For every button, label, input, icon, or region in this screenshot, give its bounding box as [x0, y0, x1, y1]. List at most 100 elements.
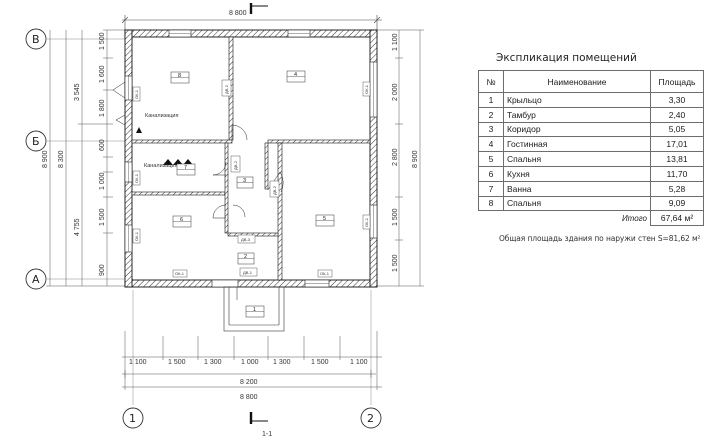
row-num: 5 — [478, 151, 504, 167]
row-name: Крыльцо — [503, 92, 651, 108]
dim-left-4: 600 — [99, 139, 106, 151]
row-name: Кухня — [503, 165, 651, 182]
dim-left-1: 1 500 — [99, 32, 106, 50]
svg-text:2: 2 — [367, 412, 374, 425]
room-schedule: Экспликация помещений № Наименование Пло… — [478, 52, 706, 243]
section-mark-bottom — [249, 412, 268, 424]
dim-left-6: 1 500 — [99, 208, 106, 226]
floor-plan-drawing: 1-1 8 800 В Б А 1 2 — [25, 3, 424, 438]
axis-col-2: 2 — [360, 407, 382, 429]
dim-left-col4: 8 900 — [42, 150, 49, 168]
row-name: Тамбур — [503, 106, 651, 123]
dim-right-1: 1 100 — [392, 33, 399, 51]
dim-left-3: 1 800 — [99, 99, 106, 117]
dim-bottom-1: 1 100 — [129, 359, 147, 366]
svg-text:7: 7 — [184, 165, 187, 171]
axis-col-1: 1 — [122, 407, 144, 429]
table-row: 2 Тамбур 2,40 — [478, 106, 704, 123]
dim-left-7: 900 — [99, 264, 106, 276]
window-glass-lines — [128, 33, 374, 284]
right-dimensions — [377, 29, 424, 287]
dim-bottom-2: 1 500 — [168, 359, 186, 366]
svg-text:ОК-1: ОК-1 — [364, 217, 369, 227]
row-area: 2,40 — [650, 106, 704, 123]
room-tag-8: 8 — [170, 71, 190, 84]
svg-text:В: В — [32, 33, 40, 46]
svg-text:ДВ-2: ДВ-2 — [224, 84, 229, 94]
dim-right-4: 1 500 — [392, 208, 399, 226]
axis-row-a: А — [25, 268, 47, 290]
row-num: 4 — [478, 136, 504, 153]
top-dimension — [121, 15, 382, 30]
row-num: 1 — [478, 92, 504, 108]
row-name: Спальня — [503, 195, 651, 212]
dim-bottom-6: 1 500 — [311, 359, 329, 366]
dim-right-5: 1 500 — [392, 254, 399, 272]
svg-text:ОК-1: ОК-1 — [134, 231, 139, 241]
dim-top-overall: 8 800 — [229, 10, 247, 17]
room-tag-4: 4 — [286, 70, 306, 83]
bottom-dimensions — [122, 331, 382, 390]
dim-bottom-5: 1 300 — [273, 359, 291, 366]
table-row: 6 Кухня 11,70 — [478, 165, 704, 182]
room-tag-1: 1 — [245, 305, 265, 318]
room-tag-5: 5 — [315, 214, 335, 227]
door-tags: ДВ-2 ДВ-2 ДВ-2 ДВ-3 ДВ-1 — [221, 79, 280, 277]
sewer-label-upper: Канализация — [145, 113, 178, 119]
dim-bottom-7: 1 100 — [350, 359, 368, 366]
axis-row-v: В — [25, 28, 47, 50]
dim-bottom-4: 1 000 — [241, 359, 259, 366]
svg-text:6: 6 — [180, 217, 183, 223]
room-tag-7: 7 — [176, 163, 196, 176]
row-area: 5,05 — [650, 121, 704, 138]
room-tag-3: 3 — [236, 176, 254, 189]
header-num: № — [478, 70, 504, 93]
row-num: 7 — [478, 180, 504, 197]
outer-walls — [124, 29, 378, 288]
total-label: Итого — [621, 214, 647, 224]
table-row: 7 Ванна 5,28 — [478, 180, 704, 197]
row-area: 5,28 — [650, 180, 704, 197]
svg-text:1: 1 — [129, 412, 136, 425]
svg-text:ДВ-3: ДВ-3 — [241, 237, 251, 242]
dim-left-col2-1: 3 545 — [74, 83, 81, 101]
axis-row-b: Б — [25, 130, 47, 152]
section-mark-top — [249, 3, 268, 14]
sewer-marker — [136, 127, 193, 165]
schedule-table: № Наименование Площадь 1 Крыльцо 3,30 2 … — [478, 70, 704, 227]
interior-walls — [131, 36, 371, 281]
header-area: Площадь — [650, 70, 704, 93]
header-name: Наименование — [503, 70, 651, 93]
row-num: 2 — [478, 106, 504, 123]
sewer-label-lower: Канализация — [144, 163, 177, 169]
row-num: 3 — [478, 121, 504, 138]
svg-text:3: 3 — [243, 178, 246, 184]
porch — [223, 286, 285, 332]
svg-text:ОК-1: ОК-1 — [320, 271, 330, 276]
row-area: 3,30 — [650, 92, 704, 108]
doors — [112, 81, 284, 300]
row-num: 8 — [478, 195, 504, 212]
table-row: 1 Крыльцо 3,30 — [478, 92, 704, 108]
svg-text:Б: Б — [32, 135, 40, 148]
room-tag-6: 6 — [172, 215, 192, 228]
row-area: 13,81 — [650, 151, 704, 167]
svg-text:ДВ-2: ДВ-2 — [233, 160, 238, 170]
svg-text:ОК-1: ОК-1 — [175, 271, 185, 276]
schedule-header-row: № Наименование Площадь — [478, 70, 704, 93]
dim-right-2: 2 000 — [392, 83, 399, 101]
svg-text:ДВ-1: ДВ-1 — [243, 270, 253, 275]
windows — [124, 29, 378, 288]
svg-text:ОК-1: ОК-1 — [134, 173, 139, 183]
row-name: Коридор — [503, 121, 651, 138]
schedule-total-row: Итого 67,64 м² — [479, 210, 704, 227]
schedule-title: Экспликация помещений — [496, 52, 637, 64]
table-row: 4 Гостинная 17,01 — [478, 136, 704, 153]
dim-bottom-3: 1 300 — [204, 359, 222, 366]
dim-left-col2-2: 4 755 — [74, 218, 81, 236]
table-row: 5 Спальня 13,81 — [478, 151, 704, 167]
room-tag-2: 2 — [237, 252, 255, 265]
total-value: 67,64 м² — [650, 210, 704, 227]
table-row: 8 Спальня 9,09 — [478, 195, 704, 212]
left-dimensions — [46, 29, 125, 287]
